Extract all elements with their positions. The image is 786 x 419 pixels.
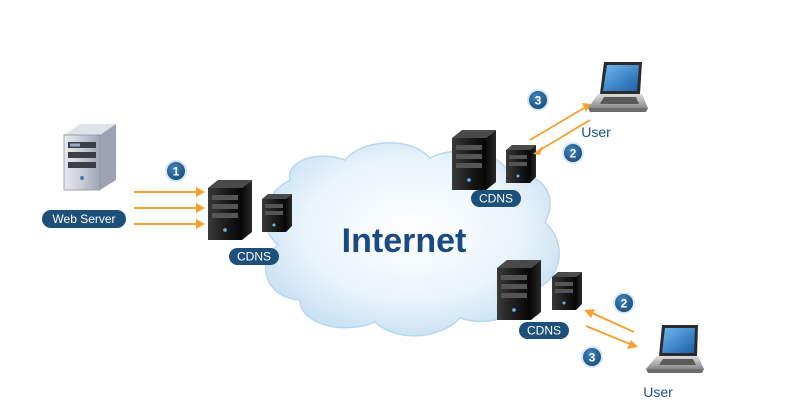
- bottom-exchange-arrows: [584, 309, 638, 349]
- step-badge-3-bottom: 3: [581, 346, 603, 368]
- step-number: 2: [570, 147, 577, 161]
- step-badge-1: 1: [165, 160, 187, 182]
- step-number: 3: [589, 351, 596, 365]
- cdns-label: CDNS: [479, 192, 513, 206]
- step-badge-2-top: 2: [562, 142, 584, 164]
- cdns-label: CDNS: [237, 250, 271, 264]
- web-server-label: Web Server: [52, 212, 115, 226]
- web-server-badge: Web Server: [42, 210, 126, 228]
- cdns-badge-left: CDNS: [229, 248, 279, 265]
- web-server-icon: [63, 124, 116, 191]
- user-label-bottom: User: [643, 384, 673, 400]
- cdns-label: CDNS: [527, 324, 561, 338]
- internet-label: Internet: [342, 222, 467, 260]
- user-label-top: User: [581, 124, 611, 140]
- cdns-server-bottom-icon: [497, 260, 582, 320]
- step-badge-2-bottom: 2: [613, 292, 635, 314]
- laptop-top-icon: [588, 62, 648, 112]
- cdns-server-top-icon: [452, 130, 536, 190]
- server-to-cdn-arrows: [134, 187, 205, 229]
- top-exchange-arrows: [529, 103, 591, 155]
- step-badge-3-top: 3: [527, 89, 549, 111]
- step-number: 1: [173, 165, 180, 179]
- cdns-badge-top: CDNS: [471, 190, 521, 207]
- step-number: 2: [621, 297, 628, 311]
- cdns-server-left-icon: [208, 180, 292, 240]
- cdns-badge-bottom: CDNS: [519, 322, 569, 339]
- laptop-bottom-icon: [646, 325, 704, 373]
- step-number: 3: [535, 94, 542, 108]
